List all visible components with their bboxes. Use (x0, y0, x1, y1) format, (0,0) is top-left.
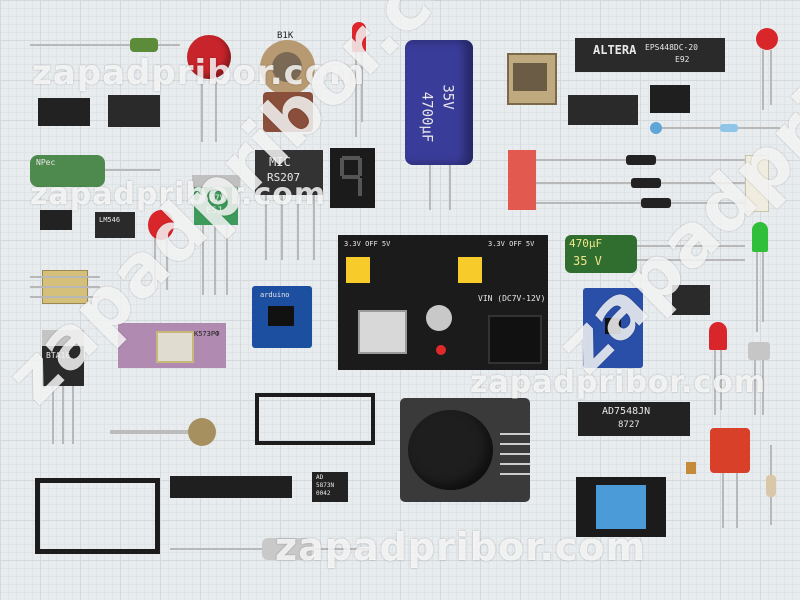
green-axial-capacitor: NPec (30, 155, 160, 187)
vertical-resistor (765, 445, 777, 525)
power-module-left-label: 3.3V OFF 5V (344, 240, 391, 248)
smd-chip-2 (108, 95, 160, 127)
green-voltage-regulator: 8507V E5J (192, 175, 242, 295)
metal-can-transistor (748, 342, 772, 417)
mic-part: RS207 (267, 171, 301, 184)
white-connector (745, 155, 769, 212)
lm-chip-label: LM546 (99, 216, 121, 224)
red-capacitor-block (508, 150, 536, 210)
electrolytic-capacitor-4700uf: 35V 4700µF (405, 40, 475, 210)
eprom-label: К573РФ (194, 330, 220, 338)
reed-switch (170, 538, 370, 560)
to220-transistor: BTA16 (42, 330, 87, 445)
axial-diode-1 (536, 155, 751, 165)
power-module-right-label: 3.3V OFF 5V (488, 240, 535, 248)
lm-chip: LM546 (95, 212, 135, 238)
altera-brand: ALTERA (593, 43, 637, 57)
dip-chip-label: AD7548JN (602, 406, 651, 417)
ad7548jn-chip: AD7548JN 8727 (578, 402, 690, 436)
power-module-vin-label: VIN (DC7V-12V) (478, 294, 546, 303)
green-reg-label-2: E5J (206, 206, 223, 216)
cap-green-voltage: 35 V (573, 254, 602, 268)
bridge-rectifier: MIC RS207 (255, 150, 325, 260)
cap-blue-value: 4700µF (418, 91, 435, 143)
to220-label: BTA16 (46, 351, 71, 360)
potentiometer-label: B1K (277, 31, 294, 41)
imu-sensor-module (583, 288, 643, 368)
red-varistor (185, 35, 235, 145)
ic-socket-large (35, 478, 160, 554)
smd-chip-3 (568, 95, 638, 125)
gold-hybrid-chip (30, 270, 100, 304)
small-chip-mid: 5873N (316, 482, 335, 489)
small-dip-chip-right (672, 285, 710, 315)
red-led-right-top (752, 28, 782, 113)
small-chip-top: AD (316, 474, 324, 481)
small-ic-right (650, 85, 690, 113)
red-ptc-fuse (710, 428, 752, 528)
breadboard-power-module: 3.3V OFF 5V 3.3V OFF 5V VIN (DC7V-12V) (338, 235, 548, 370)
altera-chip: ALTERA EPS448DC-20 E92 (575, 38, 725, 78)
dip-chip-code: 8727 (618, 420, 640, 430)
ceramic-eprom: К573РФ (118, 323, 226, 368)
blue-module-label: arduino (260, 291, 290, 299)
trimmer-shaft (110, 418, 220, 448)
smd-chip-1 (38, 98, 90, 126)
blue-arduino-module: arduino (252, 286, 312, 348)
red-ceramic-capacitor (148, 210, 178, 290)
dht-sensor-module (576, 477, 666, 537)
altera-part: EPS448DC-20 (645, 43, 698, 52)
electrolytic-capacitor-470uf: 470µF 35 V (565, 235, 745, 275)
tiny-ceramic-cap (686, 462, 696, 474)
axial-capacitor-small (30, 38, 180, 52)
green-axial-label: NPec (36, 158, 56, 167)
red-led-top (350, 22, 370, 137)
seven-segment-display (330, 148, 375, 208)
mic-label: MIC (269, 155, 291, 169)
small-chip-bot: 0042 (316, 490, 331, 497)
cap-green-value: 470µF (569, 237, 603, 250)
cap-blue-voltage: 35V (439, 84, 456, 110)
axial-diode-2 (536, 178, 751, 188)
metal-package-chip (505, 25, 557, 125)
green-reg-label: 8507V (198, 194, 226, 204)
blue-bead-capacitor (650, 122, 780, 134)
small-smd-chip-a (40, 210, 72, 230)
axial-diode-3 (536, 198, 751, 208)
ic-socket-top (255, 393, 375, 445)
red-led-right-mid (707, 322, 731, 417)
potentiometer: B1K (255, 30, 325, 140)
altera-code: E92 (675, 55, 690, 64)
small-ad-chip: AD 5873N 0042 (312, 472, 348, 502)
pin-header (170, 476, 292, 498)
green-led (750, 222, 772, 332)
joystick-module (400, 398, 530, 502)
